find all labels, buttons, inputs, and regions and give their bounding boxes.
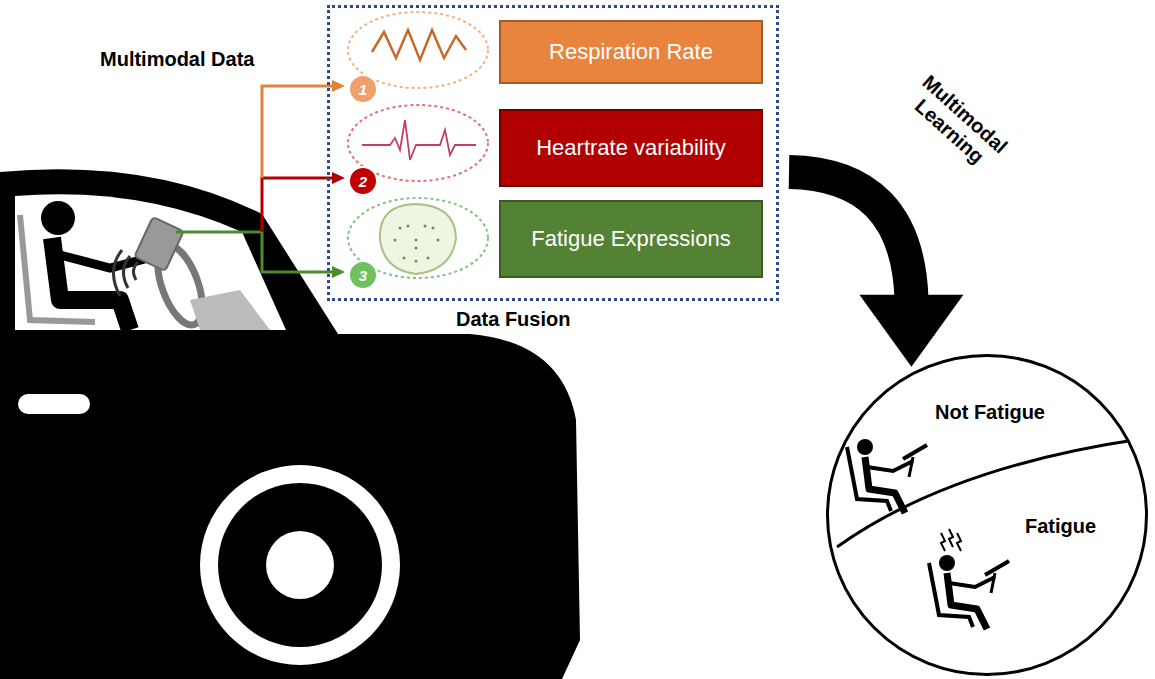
modality-box: Heartrate variability (499, 109, 763, 187)
arrowhead (859, 295, 963, 367)
wheel-line (991, 573, 995, 593)
node-text: Fatigue (1025, 515, 1096, 537)
face-landmarks (380, 204, 456, 274)
section-label: Multimodal Data (100, 48, 254, 71)
arrowhead (332, 266, 345, 278)
tire (218, 483, 382, 647)
arrowhead (332, 172, 345, 184)
callout-number: 2 (348, 166, 378, 196)
steering (985, 561, 1009, 575)
tired-driver-figure (929, 555, 1009, 629)
red-wire (262, 178, 332, 232)
door-handle (18, 394, 90, 414)
hub (266, 531, 334, 599)
modality-box: Fatigue Expressions (499, 200, 763, 278)
result-circle: Not FatigueFatigue (826, 354, 1148, 676)
steering (903, 445, 927, 459)
node-text: Respiration Rate (549, 39, 713, 65)
respiration-wave (372, 30, 466, 60)
arms (867, 461, 913, 471)
node-text: Fatigue Expressions (531, 226, 730, 252)
head (939, 555, 955, 571)
node-text: Not Fatigue (935, 401, 1045, 423)
landmark-dots (394, 225, 440, 263)
text-holder: Fatigue (1025, 515, 1096, 538)
arrowhead (332, 80, 345, 92)
callout-number: 1 (348, 74, 378, 104)
wheel-line (909, 457, 913, 477)
fatigue-sparks (941, 529, 961, 551)
data-fusion-frame: Data Fusion1Respiration Rate2Heartrate v… (327, 5, 779, 301)
body (947, 573, 987, 629)
phone-device (134, 217, 183, 271)
arrow-shaft (789, 172, 911, 297)
signal-waves (113, 250, 138, 296)
node-text: 3 (359, 267, 367, 284)
driver-head (41, 201, 75, 235)
ecg-wave (362, 120, 476, 160)
divider-curve (837, 439, 1141, 547)
body (865, 457, 905, 513)
modality-box: Respiration Rate (499, 20, 763, 84)
node-text: Data Fusion (456, 308, 570, 330)
text-holder: Data Fusion (456, 308, 570, 331)
head (857, 439, 873, 455)
callout-number: 3 (348, 260, 378, 290)
arms (949, 577, 995, 587)
orange-wire (262, 86, 332, 178)
wheel-arch (200, 465, 400, 665)
car-body (0, 169, 580, 679)
edge-label: Multimodal Learning (897, 66, 1017, 180)
text-holder: Not Fatigue (935, 401, 1045, 424)
dashboard (190, 290, 270, 330)
node-text: 2 (359, 173, 367, 190)
node-text: Heartrate variability (536, 135, 726, 161)
learning-arrow (789, 172, 963, 367)
edge-label-text: Multimodal Learning (911, 71, 1012, 168)
node-text: 1 (359, 81, 367, 98)
green-wire (176, 232, 332, 272)
car-window (15, 194, 286, 330)
alert-driver-figure (847, 439, 927, 513)
